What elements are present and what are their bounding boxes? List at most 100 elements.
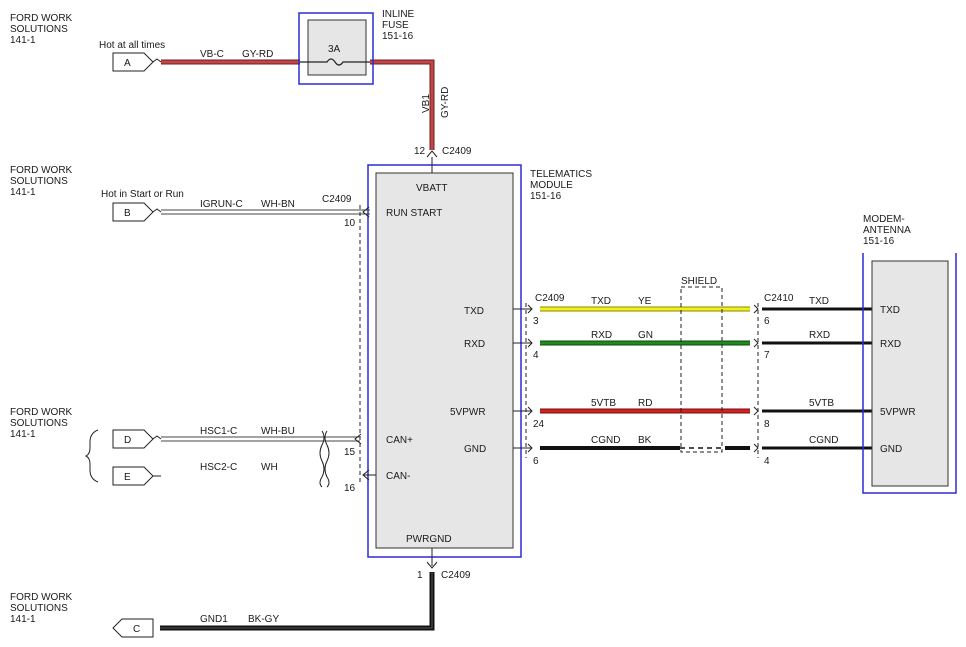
source-label-line: SOLUTIONS (10, 418, 68, 429)
wire-d-circuit: HSC1-C (200, 426, 237, 437)
wire-a-circuit: VB-C (200, 49, 224, 60)
modem-pin-label-txd: TXD (880, 305, 900, 316)
connector-letter: D (124, 435, 131, 446)
shield-label: SHIELD (681, 276, 717, 287)
fuse-out-color: GY-RD (440, 87, 451, 118)
wire-b-circuit: IGRUN-C (200, 199, 243, 210)
source-label-bottom: FORD WORK SOLUTIONS 141-1 (10, 592, 73, 625)
pin-num-pwrgnd: 1 (417, 570, 423, 581)
modem-wire-5vtb-label: 5VTB (809, 398, 834, 409)
wire-5vtb-circuit: 5VTB (591, 398, 616, 409)
svg-text:151-16: 151-16 (530, 191, 562, 202)
pin-num-run-start: 10 (344, 218, 356, 229)
connector-letter: B (124, 208, 131, 219)
pin-label-vbatt: VBATT (416, 183, 447, 194)
pin-label-gnd: GND (464, 444, 486, 455)
pin-label-5vpwr: 5VPWR (450, 407, 486, 418)
wire-c-circuit: GND1 (200, 614, 228, 625)
connector-c2409-bottom: C2409 (441, 570, 471, 581)
modem-wire-cgnd-label: CGND (809, 435, 838, 446)
modem-wires (762, 307, 872, 450)
inline-fuse: 3A (298, 12, 374, 85)
source-label-line: FORD WORK (10, 13, 73, 24)
pin-num-rxd: 4 (533, 350, 539, 361)
pin-num-vbatt: 12 (414, 146, 426, 157)
pin-label-txd: TXD (464, 306, 484, 317)
wire-rxd-circuit: RXD (591, 330, 612, 341)
connector-c2409-data: C2409 (535, 293, 565, 304)
wire-txd-circuit: TXD (591, 296, 611, 307)
wire-a-color: GY-RD (242, 49, 273, 60)
svg-text:151-16: 151-16 (863, 236, 895, 247)
modem-pin-num-txd: 6 (764, 316, 770, 327)
svg-text:TELEMATICS: TELEMATICS (530, 169, 592, 180)
wire-txd-color: YE (638, 296, 652, 307)
connector-a[interactable]: A (112, 52, 154, 72)
modem-pin-num-rxd: 7 (764, 350, 770, 361)
connector-b[interactable]: B (112, 202, 154, 222)
wire-cgnd-color: BK (638, 435, 652, 446)
source-label-line: FORD WORK (10, 165, 73, 176)
pin-num-5vpwr: 24 (533, 419, 545, 430)
svg-text:INLINE: INLINE (382, 9, 415, 20)
wire-d-color: WH-BU (261, 426, 295, 437)
wire-c-color: BK-GY (248, 614, 279, 625)
telematics-title: TELEMATICS MODULE 151-16 (530, 169, 592, 202)
modem-wire-txd-label: TXD (809, 296, 829, 307)
source-label-line: SOLUTIONS (10, 176, 68, 187)
connector-e[interactable]: E (112, 466, 154, 486)
pin-num-can-minus: 16 (344, 483, 356, 494)
pin-label-pwrgnd: PWRGND (406, 534, 452, 545)
wire-b-color: WH-BN (261, 199, 295, 210)
modem-pin-num-gnd: 4 (764, 456, 770, 467)
source-label-line: FORD WORK (10, 407, 73, 418)
modem-title: MODEM- ANTENNA 151-16 (863, 214, 911, 247)
modem-pin-label-5vpwr: 5VPWR (880, 407, 916, 418)
wire-e-circuit: HSC2-C (200, 462, 237, 473)
pin-num-txd: 3 (533, 316, 539, 327)
pin-label-rxd: RXD (464, 339, 485, 350)
wire-5vtb-color: RD (638, 398, 652, 409)
svg-text:FUSE: FUSE (382, 20, 409, 31)
connector-c2410: C2410 (764, 293, 794, 304)
source-label-line: FORD WORK (10, 592, 73, 603)
pin-num-can-plus: 15 (344, 447, 356, 458)
source-label-line: 141-1 (10, 187, 36, 198)
pin-label-run-start: RUN START (386, 208, 442, 219)
source-label-line: SOLUTIONS (10, 24, 68, 35)
modem-pin-num-5vpwr: 8 (764, 419, 770, 430)
svg-text:MODULE: MODULE (530, 180, 573, 191)
connector-letter: E (124, 472, 131, 483)
svg-text:MODEM-: MODEM- (863, 214, 905, 225)
modem-antenna: TXD RXD 5VPWR GND (862, 253, 957, 494)
telematics-module: VBATT RUN START TXD RXD 5VPWR GND CAN+ C… (367, 157, 522, 558)
svg-text:151-16: 151-16 (382, 31, 414, 42)
twisted-pair-icon (319, 430, 330, 488)
source-label-line: 141-1 (10, 429, 36, 440)
source-label-line: SOLUTIONS (10, 603, 68, 614)
wire-b (161, 209, 370, 215)
pin-label-can-minus: CAN- (386, 471, 410, 482)
connector-d[interactable]: D (112, 429, 154, 449)
pin-label-can-plus: CAN+ (386, 435, 413, 446)
fuse-rating: 3A (328, 44, 341, 55)
connector-c2409-top: C2409 (442, 146, 472, 157)
wire-e-color: WH (261, 462, 278, 473)
pin-num-gnd: 6 (533, 456, 539, 467)
source-label-line: 141-1 (10, 614, 36, 625)
source-label-mid: FORD WORK SOLUTIONS 141-1 (10, 165, 73, 198)
ground-wire (160, 572, 435, 631)
source-label-can: FORD WORK SOLUTIONS 141-1 (10, 407, 73, 440)
wire-d (161, 436, 360, 442)
connector-letter: A (124, 58, 131, 69)
source-label-line: 141-1 (10, 35, 36, 46)
modem-pin-label-gnd: GND (880, 444, 902, 455)
connector-c[interactable]: C (112, 618, 154, 638)
modem-wire-rxd-label: RXD (809, 330, 830, 341)
connector-letter: C (133, 624, 140, 635)
connector-c2409-run: C2409 (322, 194, 352, 205)
connector-a-desc: Hot at all times (99, 40, 165, 51)
fuse-out-circuit: VB1 (421, 94, 432, 113)
shield: SHIELD (680, 276, 723, 453)
